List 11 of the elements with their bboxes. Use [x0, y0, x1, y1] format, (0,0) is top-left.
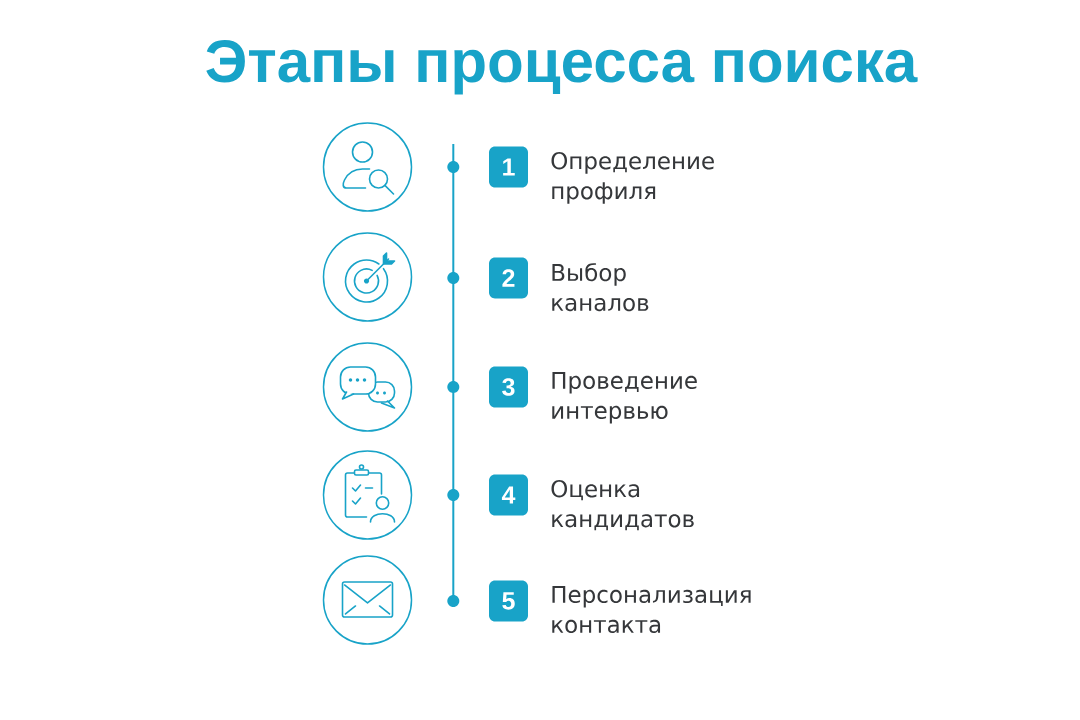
number-badge: 4	[489, 474, 528, 516]
title: Этапы процесса поиска	[206, 40, 918, 95]
step-label: Персонализация контакта	[552, 586, 751, 634]
step-label: Оценка кандидатов	[551, 480, 694, 531]
number-badge: 2	[489, 257, 528, 299]
number-badge: 3	[489, 366, 528, 408]
number-badge: 1	[489, 146, 528, 188]
step-label: Проведение интервью	[552, 372, 697, 424]
step-label: Выбор каналов	[552, 263, 649, 312]
number-badge: 5	[489, 580, 528, 622]
step-label: Определение профиля	[551, 152, 714, 204]
